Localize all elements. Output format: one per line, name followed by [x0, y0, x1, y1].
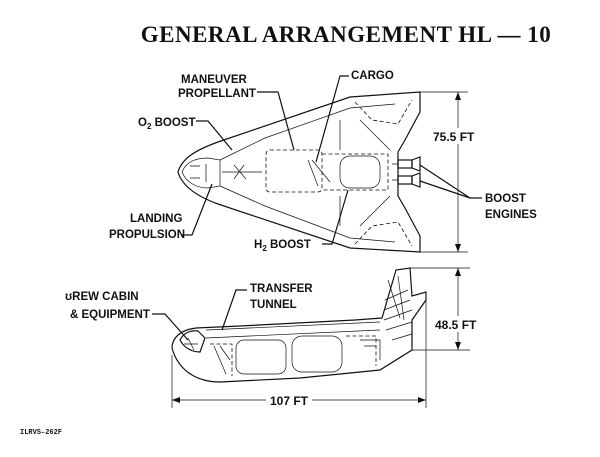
plan-chine-upper	[219, 103, 396, 161]
plan-nose-detail	[181, 157, 221, 189]
label-engines: ENGINES	[485, 209, 537, 221]
page-title: GENERAL ARRANGEMENT HL — 10	[0, 22, 600, 48]
label-propulsion: PROPULSION	[109, 229, 185, 241]
dim-75-5-ft: 75.5 FT	[433, 130, 475, 144]
side-view: ʊREW CABIN & EQUIPMENT TRANSFER TUNNEL 4…	[65, 267, 484, 408]
leader-cargo	[315, 75, 349, 163]
leader-crew-cabin	[152, 313, 189, 341]
dim-107-ft: 107 FT	[270, 394, 309, 408]
title-text: GENERAL ARRANGEMENT HL — 10	[140, 22, 552, 47]
cargo-bay	[322, 153, 389, 191]
leader-maneuver	[257, 91, 295, 151]
leader-transfer-tunnel	[221, 289, 247, 331]
maneuver-propellant-tank	[265, 149, 323, 193]
label-crew-cabin-2: & EQUIPMENT	[70, 309, 150, 321]
dim-48-5-ft: 48.5 FT	[435, 318, 477, 332]
side-bay-2	[291, 335, 343, 373]
leader-landing-propulsion	[182, 183, 213, 236]
plan-outline	[177, 91, 421, 253]
lower-fin	[354, 221, 413, 247]
label-landing: LANDING	[130, 213, 182, 225]
tail-structure	[383, 275, 413, 341]
label-maneuver-2: PROPELLANT	[178, 88, 256, 100]
boost-engines-plan	[392, 156, 421, 188]
label-cargo: CARGO	[351, 70, 394, 82]
label-transfer: TRANSFER	[250, 283, 313, 295]
label-o2-boost: O2 BOOST	[138, 117, 196, 131]
label-h2-boost: H2 BOOST	[254, 239, 311, 253]
label-boost: BOOST	[485, 193, 526, 205]
cockpit	[179, 330, 206, 353]
leader-h2-boost	[322, 189, 349, 245]
figure-code: ILRVS–262F	[20, 429, 62, 437]
length-dimension: 107 FT	[171, 300, 427, 408]
label-tunnel: TUNNEL	[250, 299, 297, 311]
transfer-tunnel	[205, 321, 381, 339]
plan-span-dimension: 75.5 FT	[420, 91, 484, 253]
plan-chine-lower	[219, 185, 396, 243]
plan-view: 75.5 FT MANEUVER PROPELLANT CARGO O2 BOO…	[109, 70, 537, 253]
side-outline	[171, 267, 427, 383]
label-maneuver-1: MANEUVER	[181, 74, 248, 86]
upper-fin	[354, 99, 413, 125]
side-bay-1	[235, 339, 287, 375]
label-crew-cabin-1: ʊREW CABIN	[65, 291, 139, 303]
leader-boost-engines	[419, 164, 482, 199]
height-dimension: 48.5 FT	[410, 267, 484, 351]
leader-o2-boost	[196, 120, 233, 151]
